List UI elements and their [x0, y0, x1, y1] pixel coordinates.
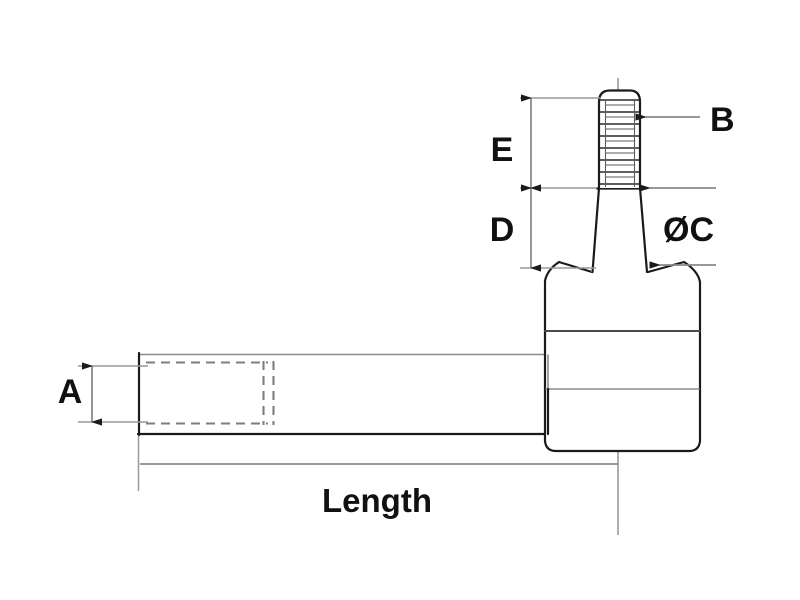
- dimension-d: D: [490, 184, 596, 272]
- thread-hatch-lines: [600, 99, 639, 187]
- dimension-a: A: [58, 362, 148, 426]
- dimension-length: Length: [137, 436, 618, 519]
- dimension-oc: ØC: [639, 184, 716, 269]
- dimension-b: B: [635, 101, 735, 139]
- tie-rod-shaft: [136, 351, 553, 437]
- dimension-label-length: Length: [322, 482, 432, 519]
- threaded-stud: [597, 89, 642, 190]
- dimension-label-oc: ØC: [663, 211, 714, 249]
- hidden-bore-dashed-lines: [146, 361, 275, 425]
- dimension-label-a: A: [58, 373, 83, 411]
- dimension-label-e: E: [491, 131, 514, 169]
- dimension-label-b: B: [710, 101, 735, 139]
- dimension-e: E: [491, 94, 601, 192]
- tapered-stud-neck: [591, 186, 649, 274]
- dimension-label-d: D: [490, 211, 515, 249]
- ball-joint-housing: [543, 190, 702, 453]
